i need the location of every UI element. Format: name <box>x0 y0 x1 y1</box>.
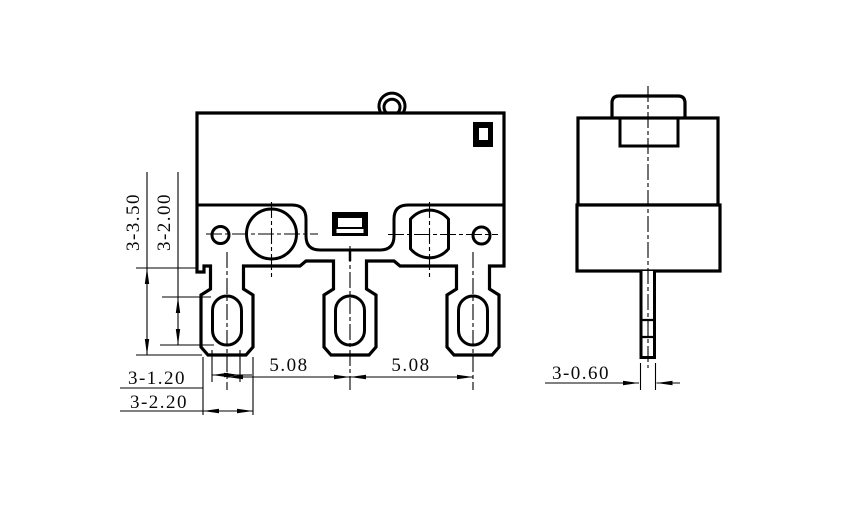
front-dimensions: 3-3.50 3-2.00 3-1.20 3-2.20 5.08 5.08 <box>120 172 473 415</box>
arrowhead <box>203 408 219 414</box>
arrowhead <box>334 374 350 380</box>
arrowhead <box>623 380 639 386</box>
side-view: 3-0.60 <box>545 86 722 390</box>
side-dimensions: 3-0.60 <box>545 363 680 390</box>
arrowhead <box>656 380 673 386</box>
dim-label-terminal-length: 3-3.50 <box>123 193 144 251</box>
body-window-opening <box>479 128 488 140</box>
arrowhead <box>224 372 240 378</box>
dim-label-terminal-width: 3-2.20 <box>130 392 188 413</box>
eyelet-inner-arc <box>382 97 402 115</box>
front-centerlines <box>206 202 498 390</box>
dim-label-pitch-right: 5.08 <box>391 355 430 376</box>
pilot-hole-left <box>210 225 231 245</box>
arrowhead <box>144 339 150 355</box>
dim-label-slot-length: 3-2.00 <box>154 193 175 251</box>
arrowhead <box>457 374 473 380</box>
arrowhead <box>350 374 366 380</box>
arrowhead <box>175 297 181 313</box>
eyelet-outer-arc <box>377 91 407 114</box>
pilot-hole-right <box>471 225 492 246</box>
arrowhead <box>175 329 181 345</box>
arrowhead <box>144 268 150 284</box>
dim-label-terminal-thickness: 3-0.60 <box>552 363 610 384</box>
center-boss-slit <box>336 229 364 233</box>
arrowhead <box>227 374 243 380</box>
center-boss-opening <box>338 218 362 227</box>
dim-label-pitch-left: 5.08 <box>269 355 308 376</box>
dim-label-slot-width: 3-1.20 <box>128 368 186 389</box>
arrowhead <box>237 408 253 414</box>
front-view: 3-3.50 3-2.00 3-1.20 3-2.20 5.08 5.08 <box>120 91 506 415</box>
mount-hole-right-double-d <box>409 208 450 260</box>
plunger-socket <box>618 118 680 148</box>
